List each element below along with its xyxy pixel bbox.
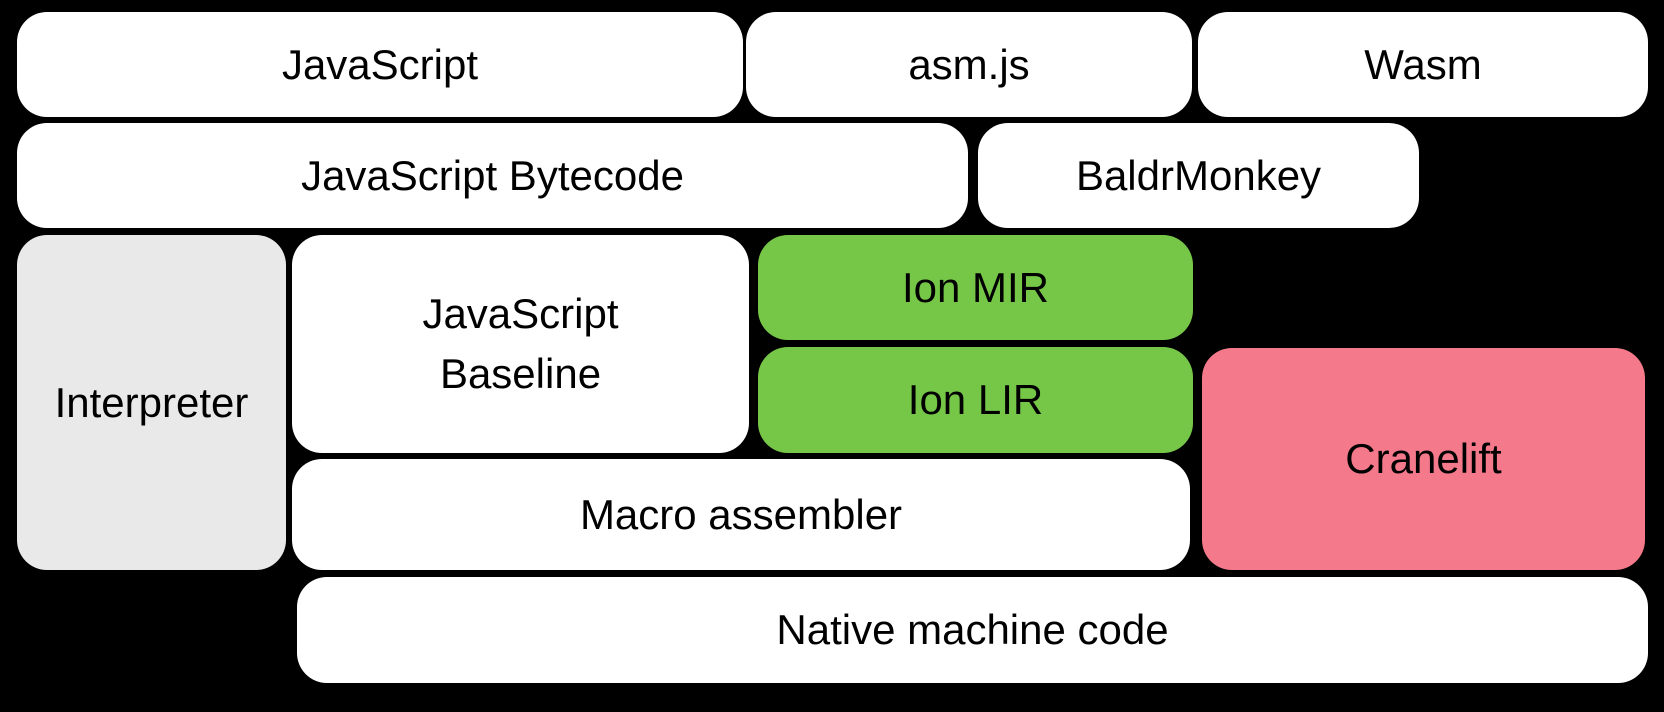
box-wasm: Wasm bbox=[1198, 12, 1648, 117]
box-asmjs-label: asm.js bbox=[908, 40, 1030, 88]
box-asmjs: asm.js bbox=[746, 12, 1192, 117]
box-javascript-baseline: JavaScript Baseline bbox=[292, 235, 749, 453]
box-native-machine-code: Native machine code bbox=[297, 577, 1648, 683]
box-baldrmonkey-label: BaldrMonkey bbox=[1075, 151, 1322, 199]
box-native-machine-code-label: Native machine code bbox=[776, 606, 1169, 654]
box-cranelift: Cranelift bbox=[1202, 348, 1645, 570]
box-wasm-label: Wasm bbox=[1364, 40, 1482, 88]
box-macro-assembler-label: Macro assembler bbox=[579, 490, 903, 538]
box-javascript-bytecode: JavaScript Bytecode bbox=[17, 123, 968, 228]
box-cranelift-label: Cranelift bbox=[1345, 435, 1502, 483]
box-ion-mir-label: Ion MIR bbox=[901, 263, 1050, 311]
box-macro-assembler: Macro assembler bbox=[292, 459, 1190, 570]
box-ion-mir: Ion MIR bbox=[758, 235, 1193, 340]
box-javascript-bytecode-label: JavaScript Bytecode bbox=[301, 151, 684, 199]
box-ion-lir: Ion LIR bbox=[758, 347, 1193, 453]
box-javascript: JavaScript bbox=[17, 12, 743, 117]
box-baldrmonkey: BaldrMonkey bbox=[978, 123, 1419, 228]
box-javascript-baseline-label-line2: Baseline bbox=[439, 350, 602, 397]
box-interpreter-label: Interpreter bbox=[54, 378, 249, 426]
box-ion-lir-label: Ion LIR bbox=[907, 376, 1044, 424]
box-javascript-baseline-label-line1: JavaScript bbox=[422, 290, 619, 338]
box-interpreter: Interpreter bbox=[17, 235, 286, 570]
box-javascript-label: JavaScript bbox=[281, 40, 479, 88]
